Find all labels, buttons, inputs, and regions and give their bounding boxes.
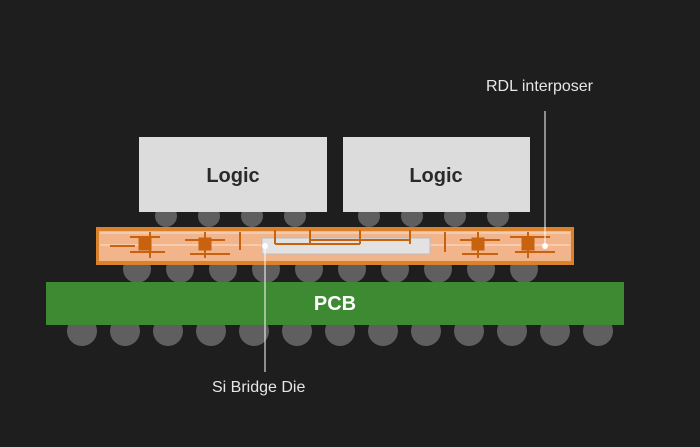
logic-die-left <box>139 137 327 212</box>
rdl-callout-dot <box>542 243 548 249</box>
logic-die-left-label: Logic <box>206 165 259 187</box>
si-bridge-die-label: Si Bridge Die <box>212 379 306 396</box>
rdl-interposer-label: RDL interposer <box>486 78 594 95</box>
bridge-callout-dot <box>262 243 268 249</box>
logic-die-right <box>343 137 530 212</box>
logic-die-right-label: Logic <box>409 165 462 187</box>
pcb-board <box>46 282 624 325</box>
pcb-label: PCB <box>314 293 356 315</box>
rdl-traces <box>110 230 555 258</box>
